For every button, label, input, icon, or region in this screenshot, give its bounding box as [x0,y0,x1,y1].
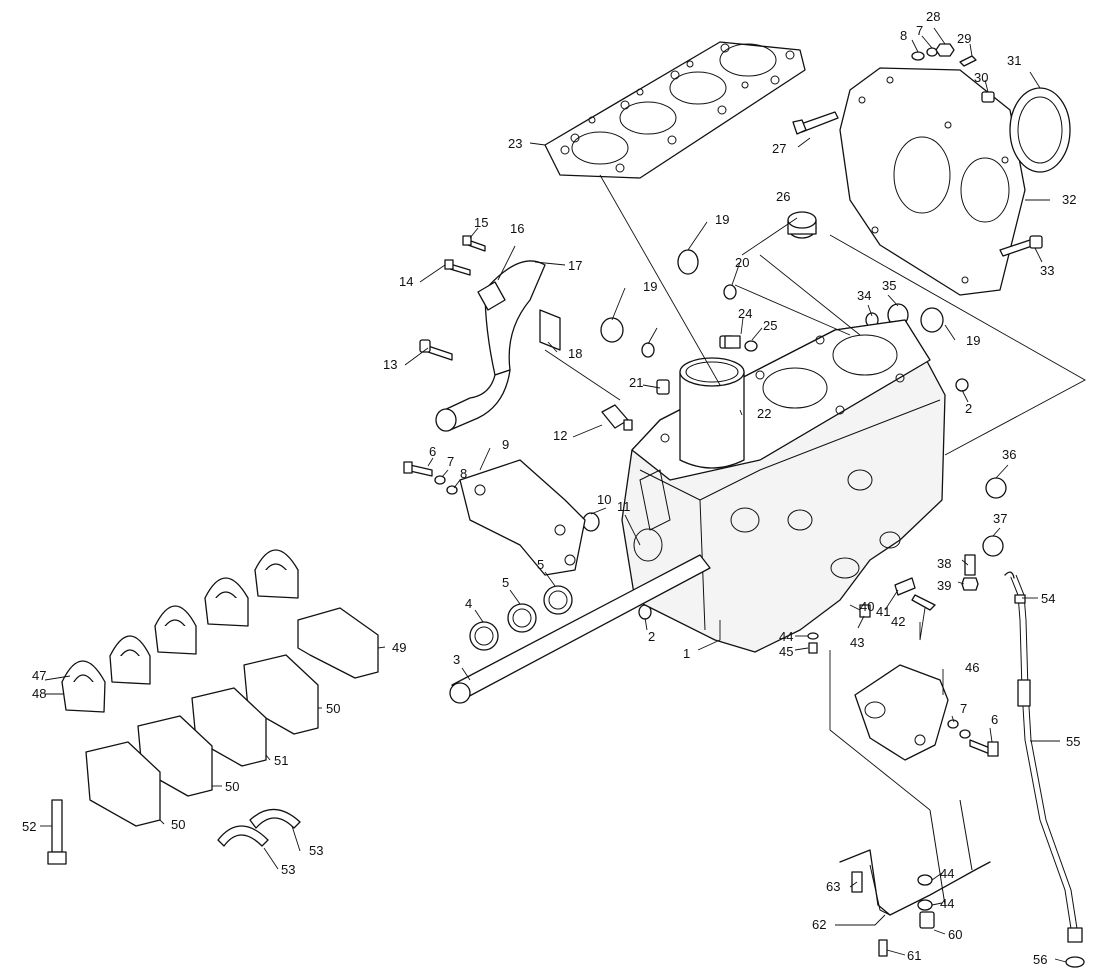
mounting-bracket-right [854,664,999,761]
callout-43: 43 [850,635,864,650]
callout-12: 12 [553,428,567,443]
callout-53: 53 [309,843,323,858]
callout-44: 44 [940,866,954,881]
rear-oil-seal [1009,87,1071,173]
callout-44: 44 [940,896,954,911]
callout-52: 52 [22,819,36,834]
callout-18: 18 [568,346,582,361]
callout-45: 45 [779,644,793,659]
callout-6: 6 [429,444,436,459]
water-pipe-assembly [435,260,561,432]
right-side-fittings [807,554,979,654]
callout-15: 15 [474,215,488,230]
callout-7: 7 [916,23,923,38]
mounting-bracket-left [459,459,586,576]
leader-lines [40,27,1086,963]
callout-27: 27 [772,141,786,156]
callout-17: 17 [568,258,582,273]
small-block-parts [601,335,741,431]
callout-42: 42 [891,614,905,629]
callout-28: 28 [926,9,940,24]
callout-55: 55 [1066,734,1080,749]
callout-labels: 1 2 2 3 4 5 5 6 6 7 7 7 8 8 9 10 11 12 1… [22,9,1080,967]
callout-60: 60 [948,927,962,942]
callout-33: 33 [1040,263,1054,278]
callout-29: 29 [957,31,971,46]
callout-30: 30 [974,70,988,85]
bushings [469,585,573,651]
callout-37: 37 [993,511,1007,526]
callout-38: 38 [937,556,951,571]
callout-10: 10 [597,492,611,507]
callout-5: 5 [502,575,509,590]
callout-13: 13 [383,357,397,372]
callout-23: 23 [508,136,522,151]
callout-7: 7 [960,701,967,716]
callout-14: 14 [399,274,413,289]
callout-5: 5 [537,557,544,572]
callout-49: 49 [392,640,406,655]
callout-44: 44 [779,629,793,644]
callout-6: 6 [991,712,998,727]
callout-19: 19 [715,212,729,227]
top-right-hardware [792,43,1043,257]
callout-26: 26 [776,189,790,204]
callout-41: 41 [876,604,890,619]
head-gasket [544,41,806,179]
callout-40: 40 [860,599,874,614]
bearing-cap-bolt [47,799,67,865]
callout-56: 56 [1033,952,1047,967]
bearing-caps [85,607,379,827]
callout-35: 35 [882,278,896,293]
main-shaft [449,554,711,704]
callout-54: 54 [1041,591,1055,606]
callout-8: 8 [460,466,467,481]
oil-strainer-assembly [839,799,991,957]
callout-16: 16 [510,221,524,236]
callout-19: 19 [643,279,657,294]
callout-19: 19 [966,333,980,348]
oil-dipstick [1004,571,1085,968]
callout-50: 50 [171,817,185,832]
callout-4: 4 [465,596,472,611]
callout-25: 25 [763,318,777,333]
thrust-washers [217,808,301,847]
callout-48: 48 [32,686,46,701]
callout-2: 2 [965,401,972,416]
callout-47: 47 [32,668,46,683]
callout-9: 9 [502,437,509,452]
callout-50: 50 [225,779,239,794]
callout-39: 39 [937,578,951,593]
callout-61: 61 [907,948,921,963]
cylinder-block [621,319,946,653]
callout-24: 24 [738,306,752,321]
callout-20: 20 [735,255,749,270]
callout-51: 51 [274,753,288,768]
callout-63: 63 [826,879,840,894]
callout-50: 50 [326,701,340,716]
callout-11: 11 [617,499,631,514]
callout-46: 46 [965,660,979,675]
left-bolts [403,235,486,495]
rear-plate [839,67,1026,296]
cylinder-liner [679,357,745,469]
callout-22: 22 [757,406,771,421]
callout-36: 36 [1002,447,1016,462]
bearing-shells [61,549,299,713]
callout-2: 2 [648,629,655,644]
callout-31: 31 [1007,53,1021,68]
callout-8: 8 [900,28,907,43]
callout-3: 3 [453,652,460,667]
callout-21: 21 [629,375,643,390]
callout-62: 62 [812,917,826,932]
callout-32: 32 [1062,192,1076,207]
callout-1: 1 [683,646,690,661]
callout-53: 53 [281,862,295,877]
callout-34: 34 [857,288,871,303]
callout-7: 7 [447,454,454,469]
